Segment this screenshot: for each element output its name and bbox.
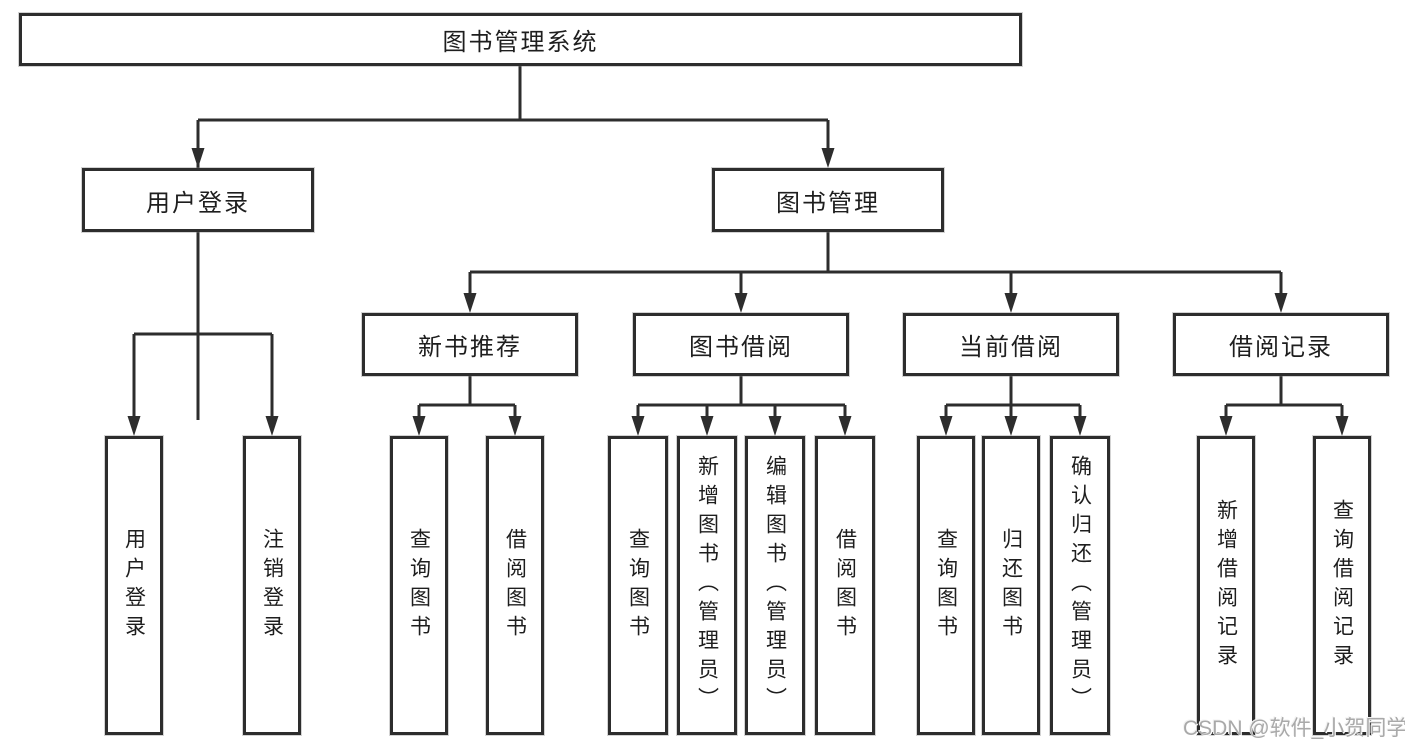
leaf-borrow-books-recommend-label: 借阅图书 — [503, 527, 527, 644]
leaf-return-books-label: 归还图书 — [999, 527, 1023, 644]
leaf-query-books-recommend: 查询图书 — [390, 436, 448, 735]
leaf-return-books: 归还图书 — [982, 436, 1040, 735]
leaf-query-books-borrowing-label: 查询图书 — [626, 527, 650, 644]
leaf-edit-books-admin-label: 编辑图书（管理员） — [763, 455, 787, 716]
leaf-query-borrow-record: 查询借阅记录 — [1313, 436, 1371, 735]
leaf-add-borrow-record: 新增借阅记录 — [1197, 436, 1255, 735]
node-current-borrowing-label: 当前借阅 — [959, 334, 1063, 361]
tree-edges — [132, 66, 1344, 420]
leaf-user-login: 用户登录 — [105, 436, 163, 735]
node-user-login: 用户登录 — [82, 168, 314, 232]
node-borrow-records: 借阅记录 — [1173, 313, 1389, 376]
node-book-management-label: 图书管理 — [776, 189, 880, 217]
leaf-confirm-return-admin-label: 确认归还（管理员） — [1068, 455, 1092, 716]
leaf-query-books-current-label: 查询图书 — [934, 527, 958, 644]
leaf-query-borrow-record-label: 查询借阅记录 — [1330, 498, 1354, 673]
node-root-label: 图书管理系统 — [442, 29, 599, 56]
leaf-borrow-books: 借阅图书 — [815, 436, 875, 735]
leaf-query-books-current: 查询图书 — [917, 436, 975, 735]
leaf-borrow-books-label: 借阅图书 — [833, 527, 857, 644]
leaf-logout-label: 注销登录 — [260, 527, 284, 644]
leaf-user-login-label: 用户登录 — [122, 527, 146, 644]
node-book-borrowing-label: 图书借阅 — [689, 334, 793, 361]
node-new-book-recommend: 新书推荐 — [362, 313, 578, 376]
csdn-watermark: CSDN @软件_小贺同学 — [1183, 717, 1405, 740]
node-book-borrowing: 图书借阅 — [633, 313, 849, 376]
node-user-login-label: 用户登录 — [146, 189, 250, 217]
node-borrow-records-label: 借阅记录 — [1229, 334, 1333, 361]
leaf-query-books-recommend-label: 查询图书 — [407, 527, 431, 644]
leaf-add-books-admin-label: 新增图书（管理员） — [695, 455, 719, 716]
node-new-book-recommend-label: 新书推荐 — [418, 334, 522, 361]
leaf-logout: 注销登录 — [243, 436, 301, 735]
leaf-edit-books-admin: 编辑图书（管理员） — [745, 436, 805, 735]
leaf-confirm-return-admin: 确认归还（管理员） — [1050, 436, 1110, 735]
node-root: 图书管理系统 — [19, 13, 1022, 66]
node-book-management: 图书管理 — [712, 168, 944, 232]
leaf-add-books-admin: 新增图书（管理员） — [677, 436, 737, 735]
node-current-borrowing: 当前借阅 — [903, 313, 1119, 376]
leaf-add-borrow-record-label: 新增借阅记录 — [1214, 498, 1238, 673]
leaf-borrow-books-recommend: 借阅图书 — [486, 436, 544, 735]
leaf-query-books-borrowing: 查询图书 — [608, 436, 668, 735]
